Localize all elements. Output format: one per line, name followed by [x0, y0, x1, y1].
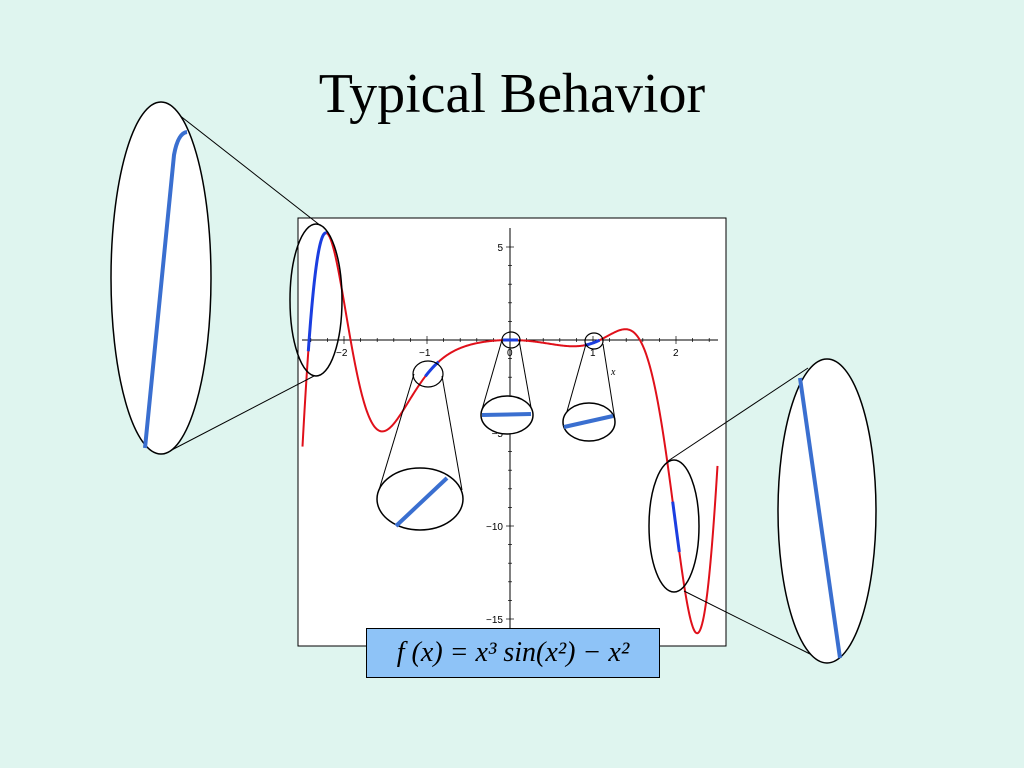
zoom-cone-3-edge-right — [602, 343, 616, 421]
zoom-cone-3-segment — [563, 414, 614, 429]
zoom-cone-3-small-ellipse — [584, 332, 604, 350]
zoom-left-connector-bottom — [163, 375, 315, 455]
curve-highlight-left — [306, 231, 327, 352]
zoom-right-segment — [798, 377, 842, 659]
zoom-left-small-ellipse — [289, 223, 343, 377]
zoom-cone-3 — [562, 332, 616, 442]
zoom-cone-2-small-ellipse — [501, 331, 521, 349]
zoom-cone-1 — [376, 360, 464, 531]
zoom-cone-1-segment — [394, 476, 449, 528]
slide-title: Typical Behavior — [318, 63, 706, 125]
zoom-left-segment — [143, 130, 188, 449]
y-tick-label: 5 — [497, 243, 503, 254]
zoom-cone-1-edge-right — [441, 375, 463, 491]
x-tick-label: 2 — [673, 348, 679, 359]
y-tick-label: −15 — [486, 615, 503, 626]
zoom-left — [110, 101, 343, 455]
zoom-right-connector-bottom — [683, 590, 821, 660]
zoom-cone-2-segment — [481, 412, 532, 417]
x-tick-label: 1 — [590, 348, 596, 359]
zoom-left-connector-top — [173, 110, 322, 227]
zoom-cone-1-edge-left — [378, 373, 415, 491]
y-tick-label: −5 — [492, 429, 504, 440]
zoom-right-large-ellipse — [777, 358, 877, 664]
zoom-right — [648, 358, 877, 664]
x-tick-label: −1 — [419, 348, 431, 359]
y-tick-label: −10 — [486, 522, 503, 533]
x-tick-label: 0 — [507, 348, 513, 359]
curve-highlight-cone-3 — [584, 338, 601, 347]
curve-highlights — [306, 231, 681, 553]
zoom-cone-2 — [480, 331, 534, 435]
zoom-right-connector-top — [667, 367, 809, 462]
zoom-cone-1-large-ellipse — [376, 467, 464, 531]
zoom-cone-2-edge-left — [480, 339, 503, 414]
zoom-cone-1-small-ellipse — [412, 360, 444, 388]
zoom-cone-2-edge-right — [518, 339, 533, 414]
zoom-cone-3-edge-left — [563, 343, 587, 423]
x-axis-label: x — [610, 367, 616, 378]
zoom-right-small-ellipse — [648, 459, 700, 593]
formula-box: f (x) = x³ sin(x²) − x² — [366, 628, 660, 678]
curve-highlight-right — [671, 501, 681, 553]
x-tick-label: −2 — [336, 348, 348, 359]
